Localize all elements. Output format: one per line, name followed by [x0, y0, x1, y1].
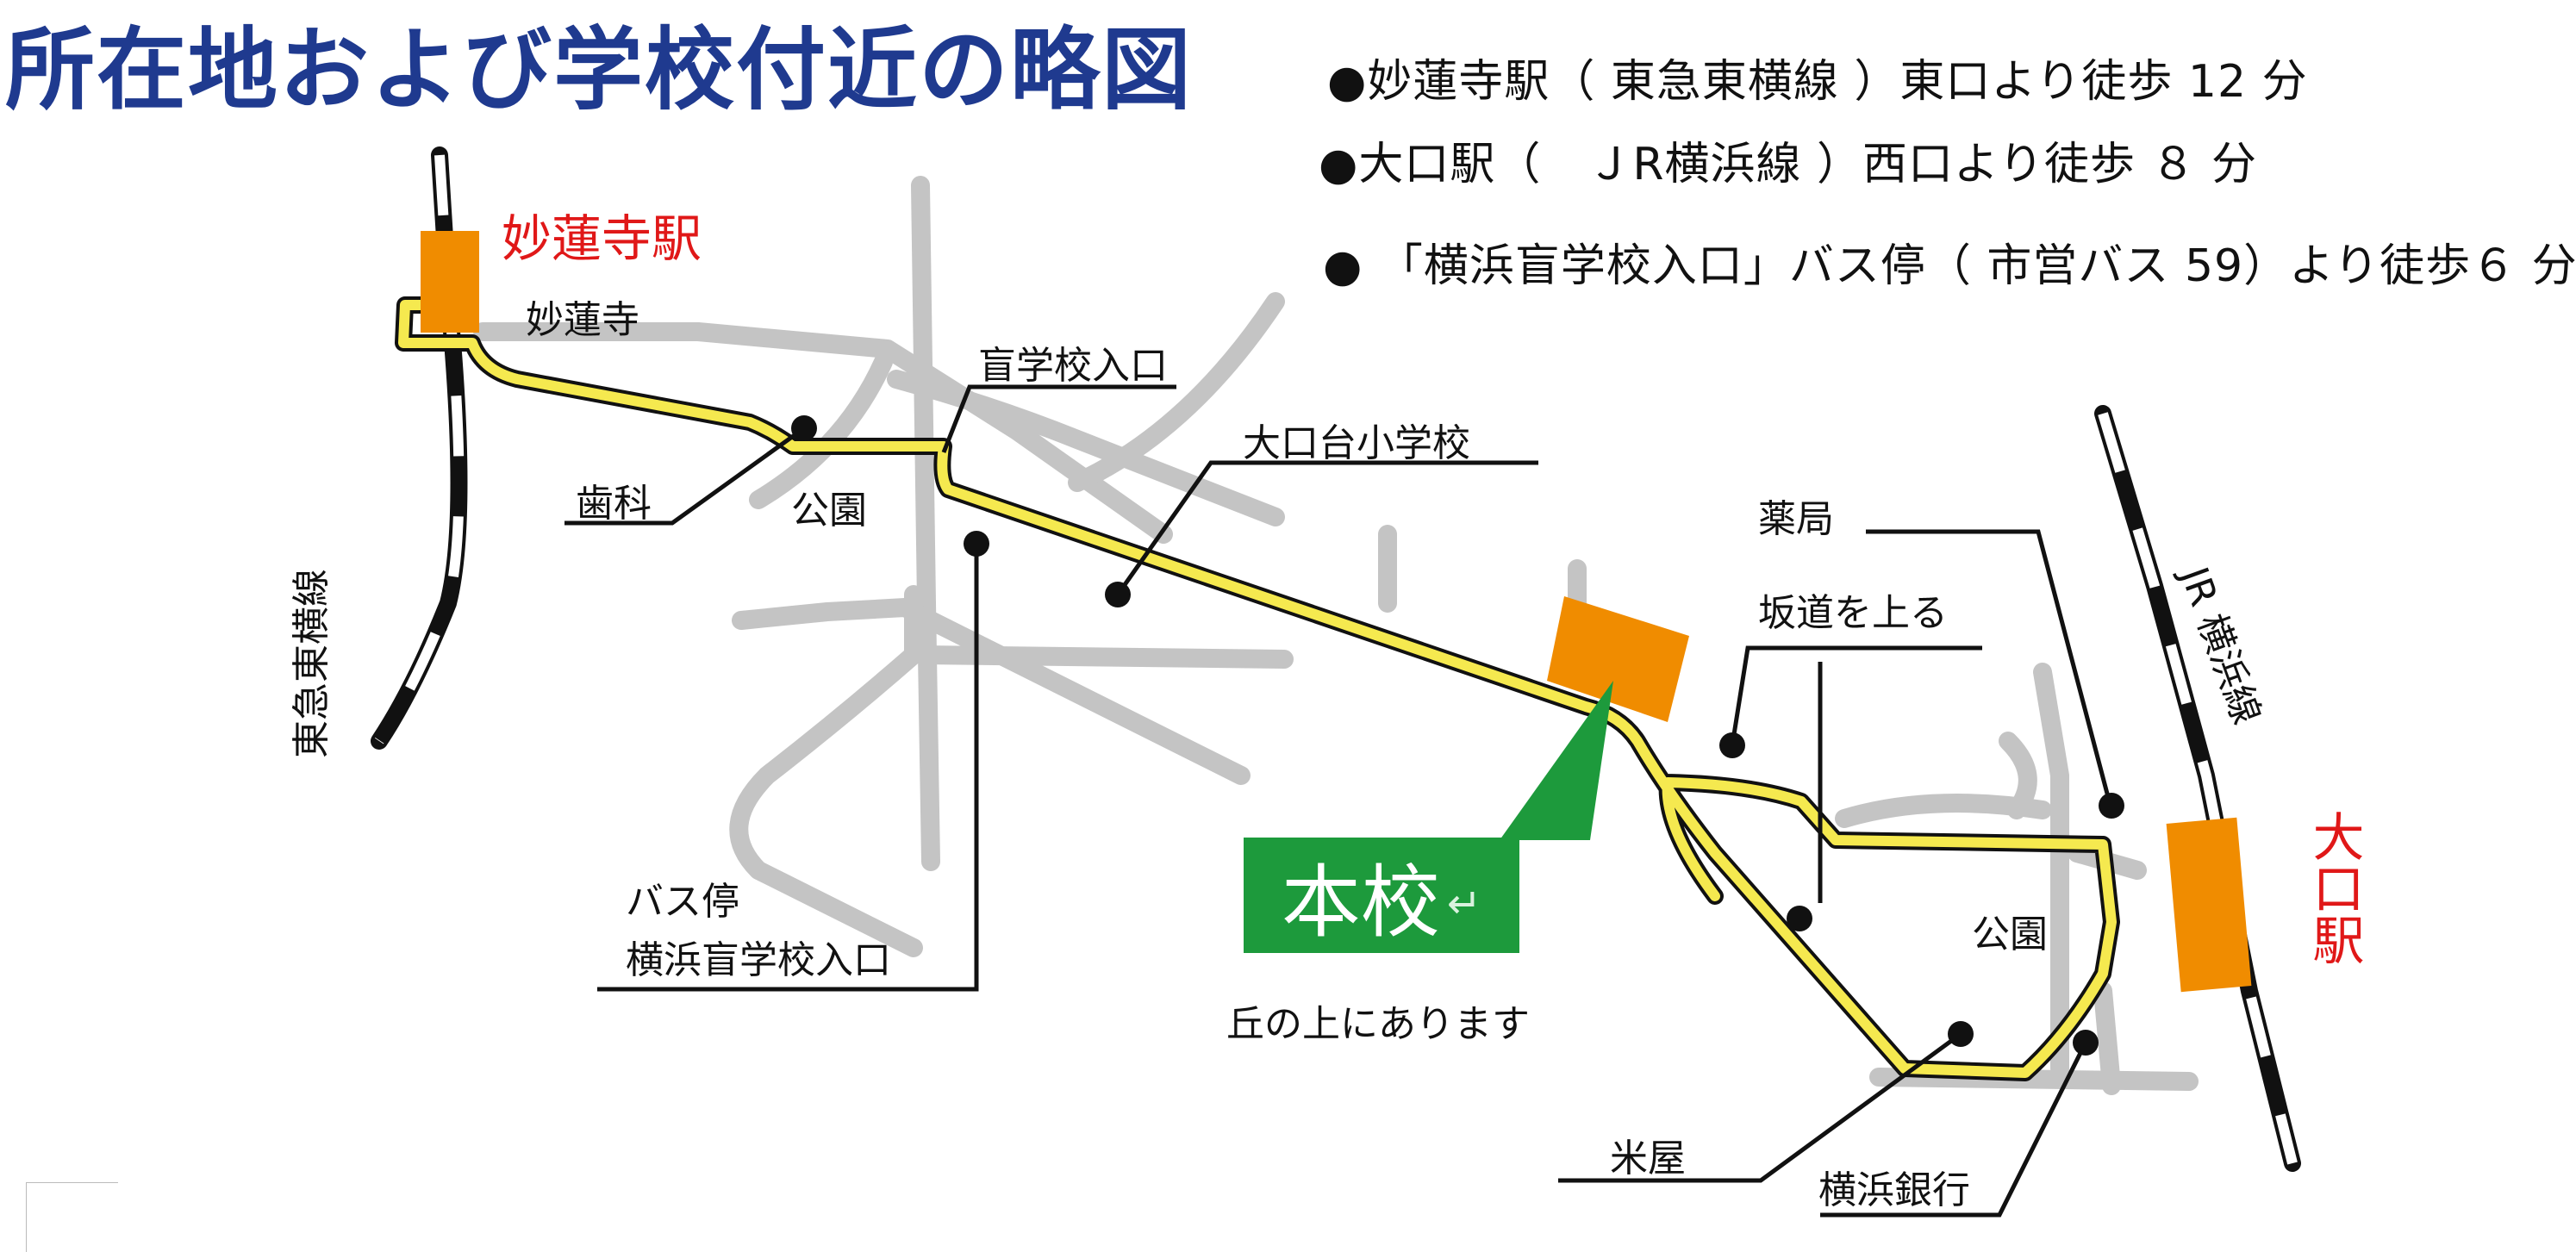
return-mark-icon: ↵	[1446, 880, 1482, 928]
jr-line-track	[2094, 405, 2301, 1172]
dot-koen2	[1787, 906, 1812, 931]
toyoko-line-track	[371, 146, 468, 750]
label-bus-stop: バス停	[626, 880, 739, 924]
label-komeya: 米屋	[1610, 1137, 1686, 1180]
toyoko-line-label: 東急東横線	[290, 569, 334, 758]
school-callout: 本校 ↵	[1244, 838, 1519, 953]
label-bus-stop-name: 横浜盲学校入口	[626, 938, 891, 982]
myorenji-label: 妙蓮寺	[526, 298, 639, 342]
dot-shika	[791, 415, 817, 441]
label-koen2: 公園	[1972, 913, 2048, 956]
label-ginko: 横浜銀行	[1818, 1168, 1970, 1212]
oguchi-station-name: 大口駅	[2304, 810, 2364, 965]
access-oguchi: ●大口駅（ ＪR横浜線 ）西口より徒歩 ８ 分	[1319, 139, 2258, 190]
school-label: 本校	[1281, 856, 1440, 949]
label-mogakko-iriguchi: 盲学校入口	[978, 344, 1168, 388]
label-sakamichi: 坂道を上る	[1758, 591, 1948, 635]
dot-oguchidai	[1105, 582, 1131, 607]
oguchi-station-marker	[2166, 817, 2252, 993]
school-note: 丘の上にあります	[1226, 1002, 1530, 1046]
label-oguchidai: 大口台小学校	[1243, 421, 1470, 465]
myorenji-station-marker	[421, 231, 479, 333]
myorenji-station-name: 妙蓮寺駅	[502, 209, 702, 268]
label-shika: 歯科	[576, 482, 652, 526]
dot-yakkyoku	[2099, 793, 2124, 819]
access-myorenji: ●妙蓮寺駅（ 東急東横線 ）東口より徒歩 12 分	[1327, 56, 2308, 108]
page-title: 所在地および学校付近の略図	[5, 17, 1194, 122]
walking-route	[395, 296, 2120, 1081]
dot-sakamichi	[1719, 732, 1745, 758]
dot-ginko	[2073, 1030, 2099, 1056]
landmark-dots	[791, 415, 2124, 1056]
school-callout-pointer	[1500, 681, 1613, 840]
corner-frame	[26, 1182, 118, 1252]
dot-bus-stop	[964, 531, 989, 557]
leader-lines	[564, 384, 2114, 1218]
label-koen1: 公園	[791, 489, 867, 533]
label-yakkyoku: 薬局	[1758, 497, 1834, 541]
school-marker	[1547, 596, 1689, 722]
access-bus: ● 「横浜盲学校入口」バス停（ 市営バス 59）より徒歩６ 分	[1323, 240, 2576, 292]
dot-komeya	[1948, 1021, 1974, 1047]
